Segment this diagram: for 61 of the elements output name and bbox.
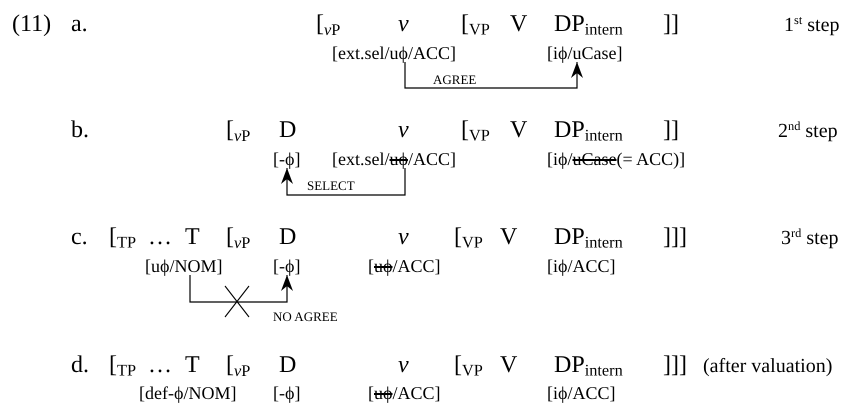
feature-bundle: [uϕ/ACC]: [368, 257, 440, 275]
syntax-label: v: [398, 12, 409, 36]
syntax-label: [$_{VP}$: [461, 12, 490, 36]
syntax-label: v: [398, 353, 409, 377]
syntax-label: …: [148, 225, 172, 249]
syntax-label: [$_{VP}$: [454, 353, 483, 377]
feature-bundle: [uϕ/ACC]: [368, 384, 440, 402]
step-label: 3$^{rd}$ step: [781, 228, 839, 248]
syntax-label: ]]]: [663, 225, 687, 249]
syntax-label: …: [148, 353, 172, 377]
edge-label: SELECT: [306, 179, 356, 192]
feature-bundle: [-ϕ]: [273, 384, 300, 402]
syntax-label: [$_{vP}$: [226, 118, 250, 144]
syntax-label: [$_{vP}$: [226, 225, 250, 251]
feature-bundle: [-ϕ]: [273, 257, 300, 275]
arrow: [404, 62, 583, 89]
edge-label: AGREE: [432, 73, 478, 86]
feature-bundle: [iϕ/ACC]: [547, 384, 616, 402]
step-label: 2$^{nd}$ step: [778, 121, 838, 141]
syntax-label: DP$_{intern}$: [554, 118, 623, 142]
syntax-label: T: [185, 353, 200, 377]
feature-bundle: [iϕ/ACC]: [547, 257, 616, 275]
syntax-label: V: [500, 225, 518, 249]
feature-bundle: [uϕ/NOM]: [145, 257, 222, 275]
syntax-label: ]]: [663, 118, 679, 142]
syntax-label: [$_{TP}$: [109, 353, 136, 377]
syntax-label: DP$_{intern}$: [554, 12, 623, 36]
syntax-label: [$_{TP}$: [109, 225, 136, 249]
feature-bundle: [iϕ/uCase]: [547, 44, 622, 62]
syntax-label: d.: [71, 353, 89, 377]
syntax-label: T: [185, 225, 200, 249]
step-label: 1$^{st}$ step: [784, 15, 840, 35]
syntax-label: [$_{vP}$: [316, 12, 340, 38]
syntax-label: b.: [71, 118, 89, 142]
syntax-label: V: [510, 118, 528, 142]
syntax-label: v: [398, 118, 409, 142]
syntax-label: a.: [71, 12, 88, 36]
arrow: [189, 275, 293, 303]
arrow: [281, 168, 406, 196]
syntax-label: ]]]: [663, 353, 687, 377]
syntax-label: D: [279, 225, 296, 249]
syntax-label: c.: [71, 225, 88, 249]
syntax-label: V: [510, 12, 528, 36]
syntax-label: ]]: [663, 12, 679, 36]
step-label: (after valuation): [703, 356, 832, 376]
syntax-label: v: [398, 225, 409, 249]
syntax-label: V: [500, 353, 518, 377]
syntax-label: [$_{VP}$: [461, 118, 490, 142]
syntax-label: DP$_{intern}$: [554, 353, 623, 377]
syntax-label: D: [279, 353, 296, 377]
edge-label: NO AGREE: [272, 310, 339, 323]
feature-bundle: [-ϕ]: [273, 150, 300, 168]
syntax-label: (11): [12, 12, 52, 36]
syntax-label: D: [279, 118, 296, 142]
syntax-label: [$_{VP}$: [454, 225, 483, 249]
feature-bundle: [ext.sel/uϕ/ACC]: [332, 150, 456, 168]
feature-bundle: [iϕ/uCase(= ACC)]: [547, 150, 686, 168]
syntax-label: DP$_{intern}$: [554, 225, 623, 249]
feature-bundle: [def-ϕ/NOM]: [139, 384, 236, 402]
feature-bundle: [ext.sel/uϕ/ACC]: [332, 44, 456, 62]
syntax-label: [$_{vP}$: [226, 353, 250, 379]
